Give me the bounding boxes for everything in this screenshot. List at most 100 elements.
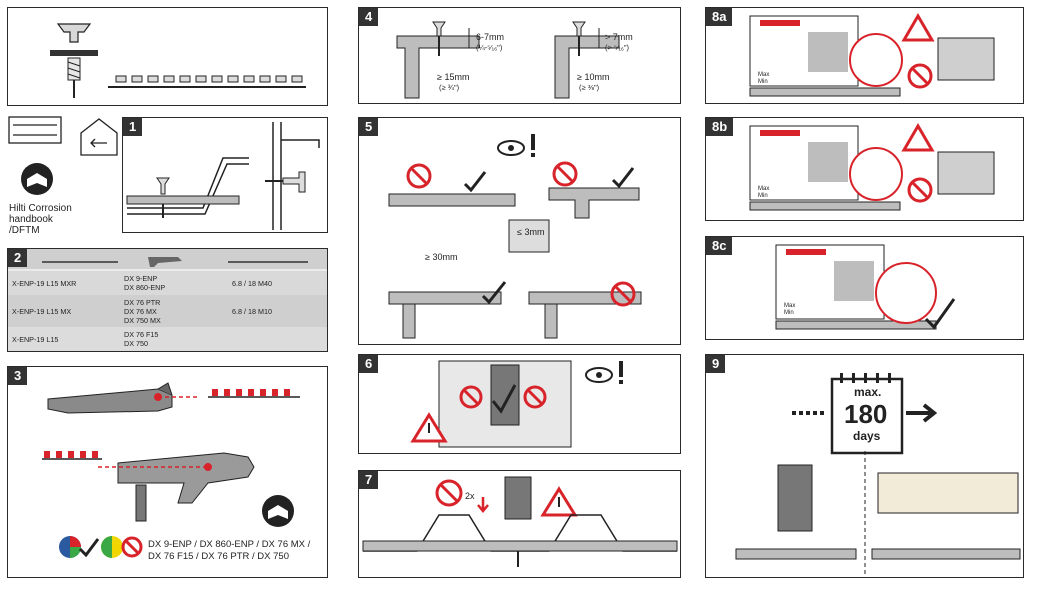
min-label: Min <box>758 79 768 85</box>
cartridge-cell: 6.8 / 18 M40 <box>232 278 272 288</box>
step-8b-illustration <box>749 123 995 211</box>
step-8c-illustration <box>775 244 956 330</box>
panel-step-1: 1 <box>122 117 328 233</box>
max-label: Max <box>758 186 770 192</box>
strip-top <box>208 389 300 398</box>
corrosion-text-2: handbook <box>9 214 53 225</box>
step-8a-illustration <box>749 13 995 97</box>
color-code-icons <box>59 536 143 558</box>
gauge-illustration <box>849 147 903 201</box>
step-8a-badge: 8a <box>706 8 733 26</box>
corrosion-text-1: Hilti Corrosion <box>9 203 72 214</box>
fastener-strip-illustration <box>50 23 306 98</box>
step-6-illustration <box>410 360 623 448</box>
panel-step-6: 6 <box>358 354 681 454</box>
step-5-badge: 5 <box>359 118 379 136</box>
min-label: Min <box>758 193 768 199</box>
panel-step-8a: 8a Max Min <box>705 7 1024 104</box>
step-4-left-bottom: ≥ 15mm <box>437 72 470 82</box>
corrosion-block: Hilti Corrosion handbook /DFTM <box>7 115 118 245</box>
step-4-left-top: 6-7mm <box>476 32 505 42</box>
tools-note-line-1: DX 9-ENP / DX 860-ENP / DX 76 MX / <box>148 539 311 550</box>
tool-cell: DX 76 PTR <box>124 297 161 307</box>
cartridge-cell: 6.8 / 18 M10 <box>232 306 272 316</box>
prohibited-icon <box>907 63 933 89</box>
calendar-max: max. <box>854 385 882 399</box>
panel-step-8b: 8b Max Min <box>705 117 1024 221</box>
panel-step-8c: 8c Max Min <box>705 236 1024 340</box>
corrosion-text-3: /DFTM <box>9 225 40 236</box>
tool-cell: DX 750 MX <box>124 315 161 325</box>
max-label: Max <box>758 72 770 78</box>
max-label: Max <box>784 303 796 309</box>
prohibited-icon <box>907 177 933 203</box>
warning-icon <box>901 123 935 152</box>
step-6-badge: 6 <box>359 355 379 373</box>
fastener-cell: X-ENP-19 L15 MX <box>12 306 72 316</box>
step-4-right-top: > 7mm <box>605 32 633 42</box>
min-label: Min <box>784 310 794 316</box>
step-3-badge: 3 <box>8 367 28 385</box>
gauge-illustration <box>875 262 937 324</box>
prohibited-icon <box>552 161 578 187</box>
tool-cell: DX 76 F15 <box>124 330 159 339</box>
tool-cell: DX 76 MX <box>124 306 157 316</box>
document-id: 2030385-08.2021 <box>1037 55 1039 138</box>
cartridge-cell <box>228 327 327 351</box>
step-7-repeat: 2x <box>465 491 475 501</box>
eye-icon <box>585 361 623 384</box>
step-5-illustration <box>388 134 642 339</box>
manual-book-icon <box>21 163 53 195</box>
step-5-thickness: ≤ 3mm <box>517 227 545 237</box>
prohibited-icon <box>610 281 636 307</box>
warning-icon <box>901 13 935 42</box>
step-4-illustration <box>396 21 620 99</box>
fastener-cell: X-ENP-19 L15 <box>12 334 59 344</box>
fastener-strip <box>108 75 306 88</box>
panel-fastener-strip <box>7 7 328 106</box>
step-2-badge: 2 <box>8 249 28 267</box>
step-8c-badge: 8c <box>706 237 733 255</box>
step-1-illustration <box>126 122 320 230</box>
tool-cell: DX 860-ENP <box>124 283 166 292</box>
panel-step-7: 7 2x <box>358 470 681 578</box>
table-header-icons <box>42 257 308 267</box>
fastener-icon <box>50 23 98 98</box>
step-8b-badge: 8b <box>706 118 734 136</box>
calendar-icon <box>830 373 904 455</box>
prohibited-icon <box>435 479 463 507</box>
panel-step-4: 4 6-7mm (¼-⁵⁄₁₆") ≥ 15mm (≥ ¾") > 7mm (>… <box>358 7 681 104</box>
calendar-days-label: days <box>853 429 881 443</box>
indoor-house-icon <box>80 118 118 156</box>
eye-icon <box>497 134 535 157</box>
step-5-distance: ≥ 30mm <box>425 252 458 262</box>
step-7-illustration <box>362 476 678 567</box>
warning-icon <box>540 486 578 517</box>
step-9-badge: 9 <box>706 355 726 373</box>
step-4-right-bottom: ≥ 10mm <box>577 72 610 82</box>
manual-book-icon <box>262 495 294 527</box>
prohibited-icon <box>406 163 432 189</box>
tool-cell: DX 750 <box>124 339 148 348</box>
tool-top <box>47 382 198 414</box>
strip-bottom <box>42 451 102 460</box>
step-4-left-top-in: (¼-⁵⁄₁₆") <box>476 43 503 52</box>
beam-icon <box>8 116 62 144</box>
step-4-right-top-in: (> ⁵⁄₁₆") <box>605 43 630 52</box>
panel-step-3: 3 <box>7 366 328 578</box>
tool-cell: DX 9-ENP <box>124 274 158 283</box>
panel-step-5: 5 ≤ 3mm ≥ 30mm <box>358 117 681 345</box>
calendar-days-number: 180 <box>844 399 888 429</box>
prohibited-icon <box>523 385 547 409</box>
warning-icon <box>410 412 448 443</box>
fastener-cell: X-ENP-19 L15 MXR <box>12 278 77 288</box>
step-1-badge: 1 <box>123 118 143 136</box>
tools-note-line-2: DX 76 F15 / DX 76 PTR / DX 750 <box>148 551 289 562</box>
step-3-illustration <box>42 382 300 558</box>
step-7-badge: 7 <box>359 471 379 489</box>
